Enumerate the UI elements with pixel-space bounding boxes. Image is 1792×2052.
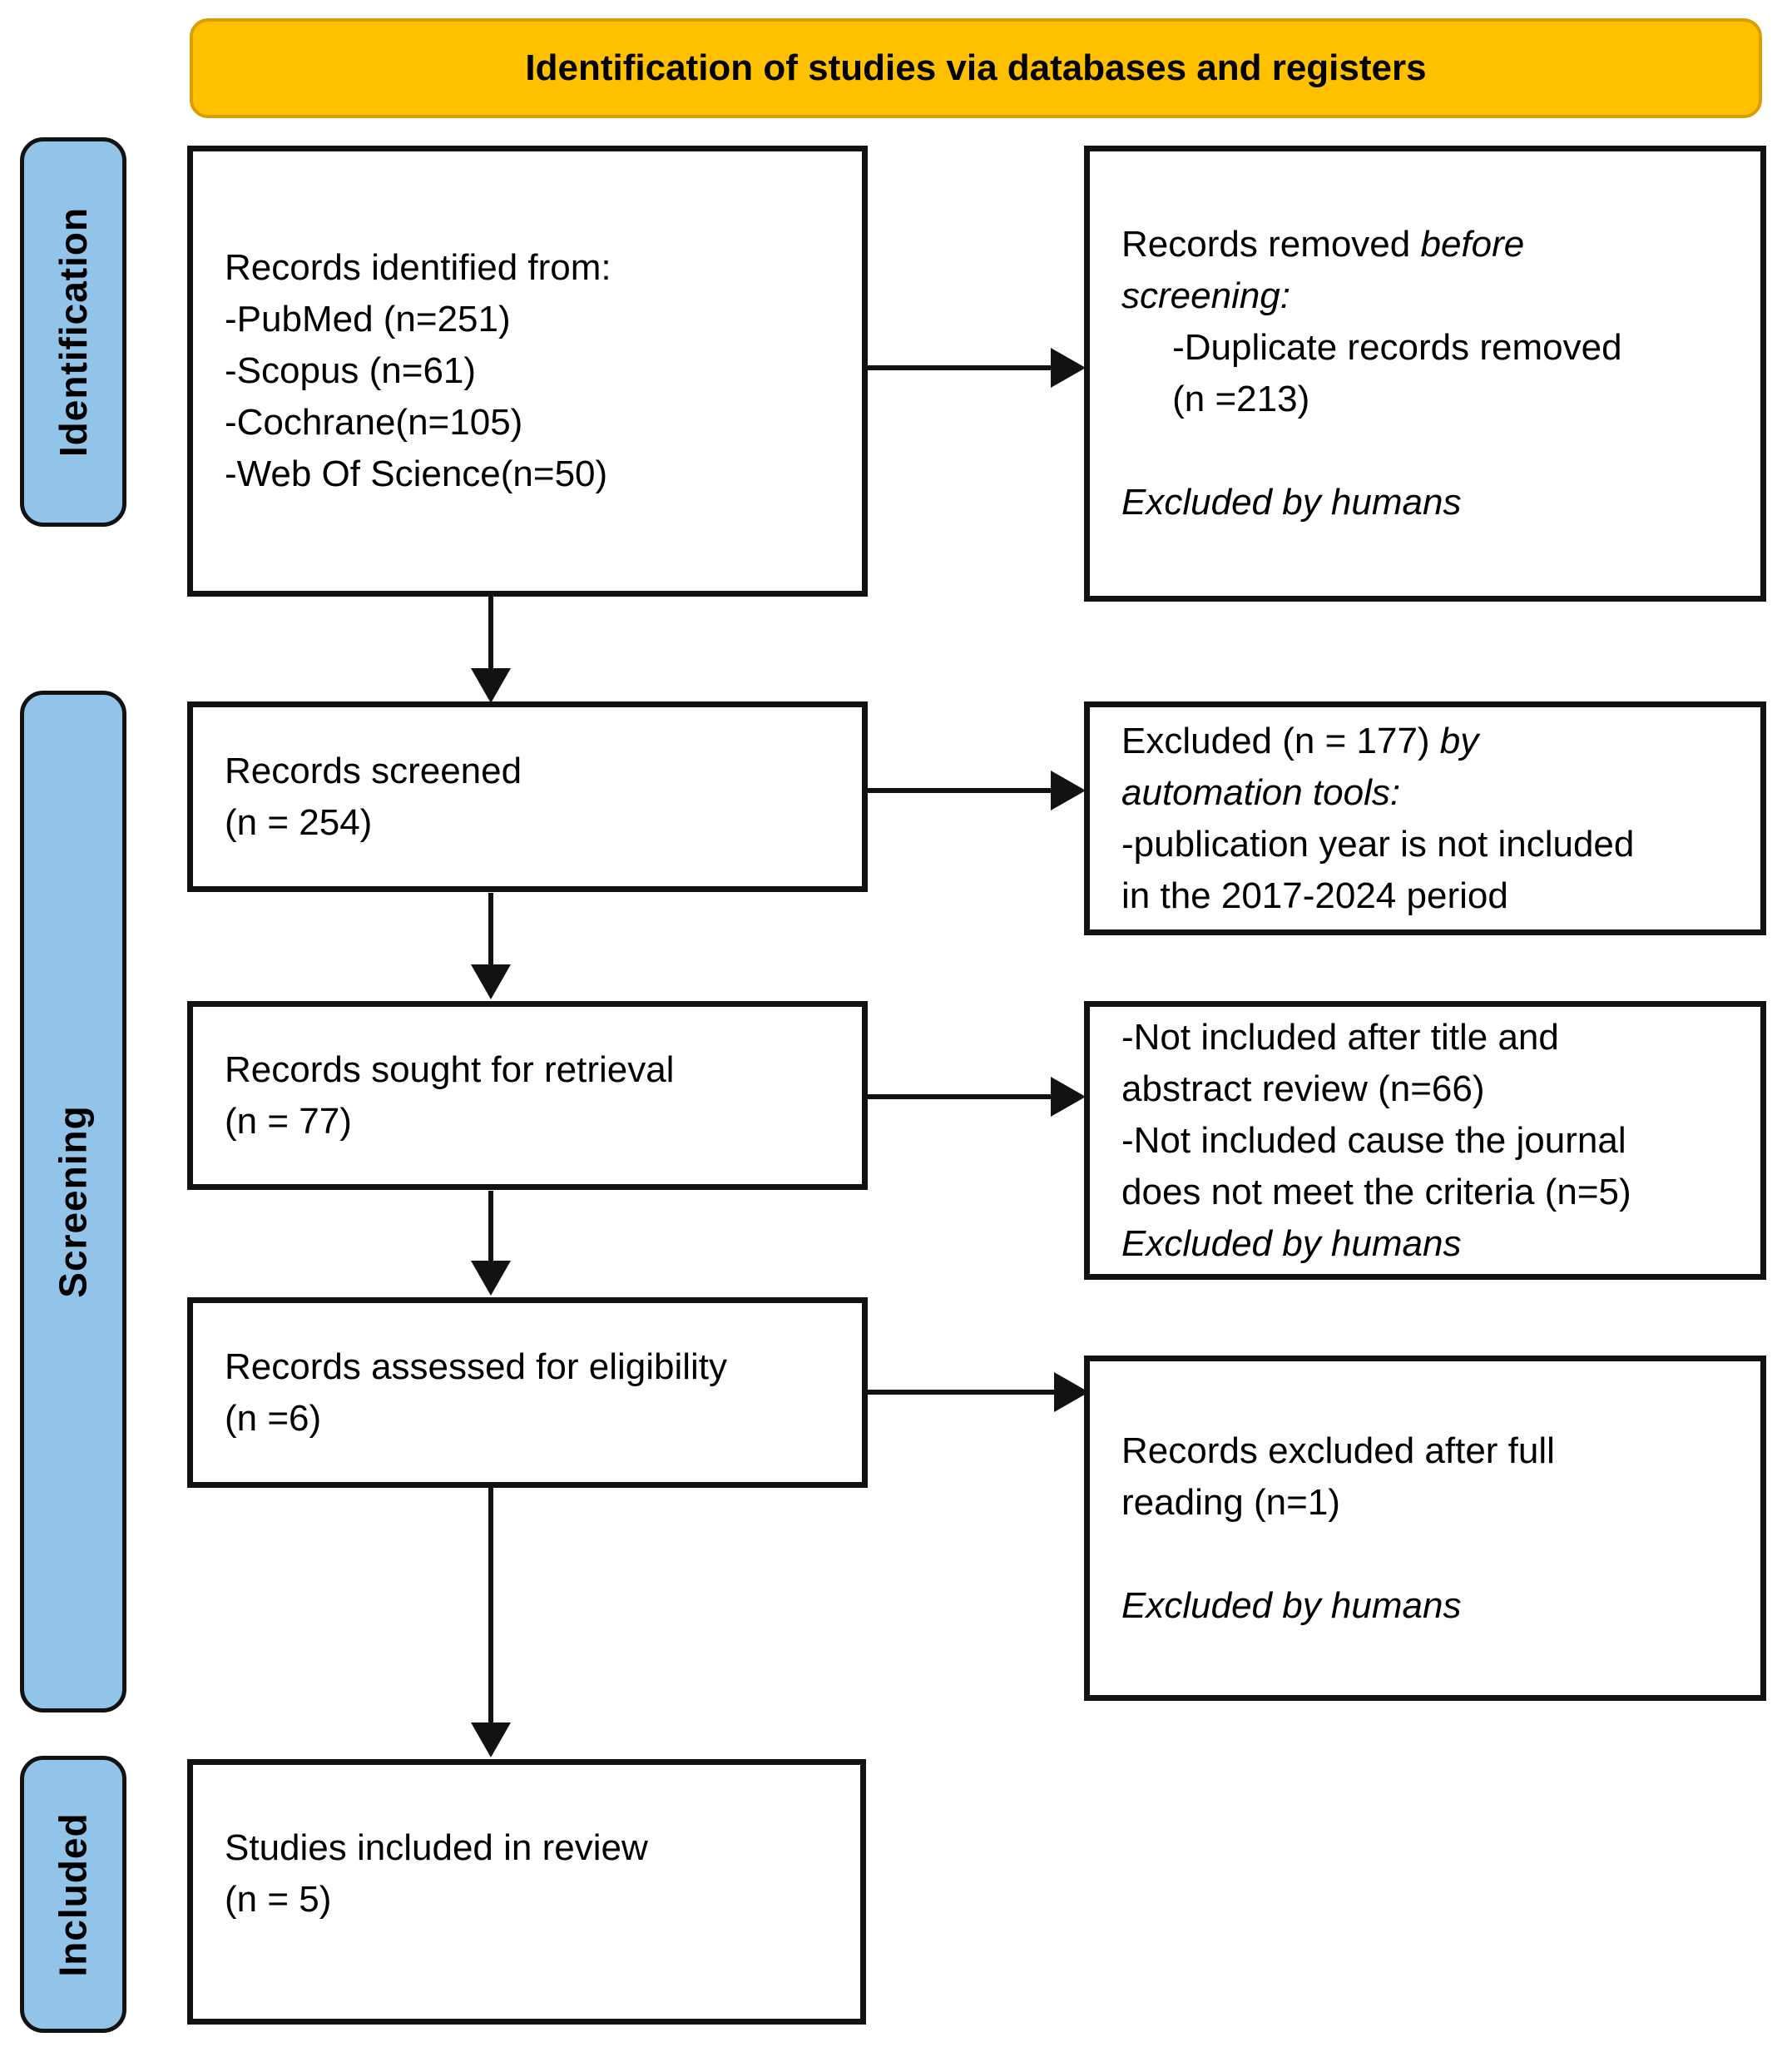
arrowhead-down-icon xyxy=(471,964,511,999)
arrow-shaft xyxy=(868,365,1052,370)
box-records-identified-text: Records identified from: -PubMed (n=251) -… xyxy=(193,242,626,500)
arrowhead-right-icon xyxy=(1051,348,1086,388)
phase-included-label: Included xyxy=(52,1812,95,1977)
text-line xyxy=(1121,425,1622,477)
phase-identification-label: Identification xyxy=(52,206,96,458)
arrow-shaft xyxy=(488,893,493,966)
arrowhead-right-icon xyxy=(1054,1372,1089,1412)
box-records-screened-text: Records screened (n = 254) xyxy=(193,746,537,849)
box-records-identified: Records identified from: -PubMed (n=251) -… xyxy=(187,146,868,597)
text-line: Studies included in review xyxy=(225,1826,648,1868)
box-studies-included: Studies included in review (n = 5) xyxy=(187,1759,866,2025)
box-records-screened: Records screened (n = 254) xyxy=(187,701,868,892)
text-line: (n =213) xyxy=(1121,379,1310,419)
text-line: Records assessed for eligibility xyxy=(225,1346,728,1387)
text-line: -Not included after title and xyxy=(1121,1016,1559,1058)
text-line: automation tools: xyxy=(1121,771,1401,813)
text-line: -Cochrane(n=105) xyxy=(225,402,523,443)
text-line: Records removed before xyxy=(1121,224,1525,265)
arrowhead-down-icon xyxy=(471,668,511,703)
text-line: -Duplicate records removed xyxy=(1121,327,1622,368)
text-line: abstract review (n=66) xyxy=(1121,1068,1485,1109)
text-line: (n =6) xyxy=(225,1397,322,1439)
text-line: -PubMed (n=251) xyxy=(225,299,511,340)
text-line: screening: xyxy=(1121,275,1291,316)
box-records-assessed: Records assessed for eligibility (n =6) xyxy=(187,1297,868,1488)
box-records-sought-text: Records sought for retrieval (n = 77) xyxy=(193,1044,689,1147)
arrow-shaft xyxy=(868,1390,1056,1395)
phase-included: Included xyxy=(20,1756,126,2033)
box-excluded-automation: Excluded (n = 177) by automation tools: -p… xyxy=(1084,701,1766,935)
box-records-sought: Records sought for retrieval (n = 77) xyxy=(187,1001,868,1190)
text-line: in the 2017-2024 period xyxy=(1121,875,1508,916)
text-line: -Web Of Science(n=50) xyxy=(225,454,608,494)
arrow-shaft xyxy=(488,1191,493,1262)
phase-screening-label: Screening xyxy=(52,1105,96,1298)
text-line: Records sought for retrieval xyxy=(225,1048,675,1090)
box-excluded-full-reading-text: Records excluded after full reading (n=1)… xyxy=(1090,1425,1570,1632)
text-line: Excluded by humans xyxy=(1121,482,1462,523)
box-not-included-review: -Not included after title and abstract re… xyxy=(1084,1001,1766,1280)
arrow-shaft xyxy=(868,788,1052,793)
title-banner: Identification of studies via databases … xyxy=(190,18,1762,118)
arrowhead-down-icon xyxy=(471,1722,511,1757)
text-line: Excluded by humans xyxy=(1121,1584,1462,1626)
phase-identification: Identification xyxy=(20,137,126,527)
text-line: reading (n=1) xyxy=(1121,1481,1340,1523)
text-line: -publication year is not included xyxy=(1121,823,1635,865)
text-line: Records identified from: xyxy=(225,247,611,288)
text-line: -Scopus (n=61) xyxy=(225,350,477,391)
text-line: does not meet the criteria (n=5) xyxy=(1121,1171,1631,1212)
arrowhead-down-icon xyxy=(471,1261,511,1296)
arrow-shaft xyxy=(868,1094,1052,1099)
text-line xyxy=(1121,1529,1555,1580)
text-line: (n = 254) xyxy=(225,801,373,843)
box-studies-included-text: Studies included in review (n = 5) xyxy=(193,1822,663,1962)
box-removed-before-screening-text: Records removed before screening: -Duplic… xyxy=(1090,219,1637,528)
box-records-assessed-text: Records assessed for eligibility (n =6) xyxy=(193,1341,742,1445)
text-line: (n = 77) xyxy=(225,1100,352,1142)
phase-screening: Screening xyxy=(20,691,126,1712)
box-removed-before-screening: Records removed before screening: -Duplic… xyxy=(1084,146,1766,602)
text-line: Records excluded after full xyxy=(1121,1430,1555,1471)
box-not-included-review-text: -Not included after title and abstract re… xyxy=(1090,1012,1646,1270)
box-excluded-automation-text: Excluded (n = 177) by automation tools: -p… xyxy=(1090,716,1649,922)
text-line: Excluded by humans xyxy=(1121,1222,1462,1264)
arrow-shaft xyxy=(488,597,493,670)
arrow-shaft xyxy=(488,1488,493,1724)
arrowhead-right-icon xyxy=(1051,771,1086,810)
text-line: (n = 5) xyxy=(225,1878,332,1920)
text-line: Records screened xyxy=(225,750,522,791)
box-excluded-full-reading: Records excluded after full reading (n=1)… xyxy=(1084,1356,1766,1701)
text-line: Excluded (n = 177) by xyxy=(1121,720,1479,761)
arrowhead-right-icon xyxy=(1051,1077,1086,1117)
title-banner-label: Identification of studies via databases … xyxy=(525,47,1427,88)
text-line: -Not included cause the journal xyxy=(1121,1119,1626,1161)
